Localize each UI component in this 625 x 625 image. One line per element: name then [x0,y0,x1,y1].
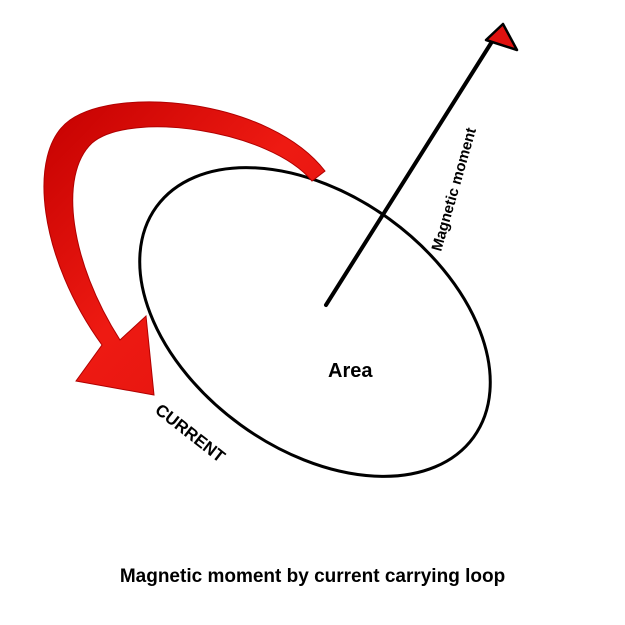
diagram-caption: Magnetic moment by current carrying loop [119,566,506,587]
current-label: CURRENT [152,400,230,467]
area-label: Area [328,360,373,382]
current-arrow [43,101,326,396]
magnetic-moment-arrow [324,38,495,307]
magnetic-moment-arrowhead [484,22,519,52]
magnetic-moment-label: Magnetic moment [429,126,480,253]
current-loop [138,166,492,478]
